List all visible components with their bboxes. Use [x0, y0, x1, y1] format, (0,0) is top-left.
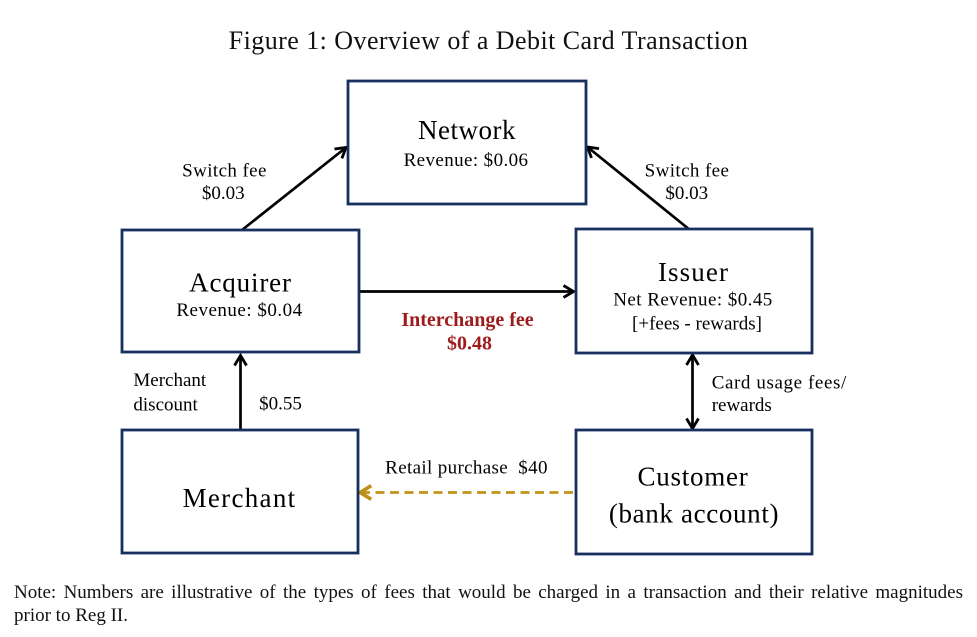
svg-text:discount: discount [133, 395, 198, 416]
svg-text:Interchange fee: Interchange fee [401, 309, 533, 331]
svg-text:Customer: Customer [638, 462, 749, 492]
svg-text:Issuer: Issuer [658, 257, 729, 287]
svg-text:[+fees - rewards]: [+fees - rewards] [632, 313, 762, 334]
svg-text:(bank account): (bank account) [609, 499, 779, 529]
svg-text:$0.03: $0.03 [665, 183, 708, 204]
svg-text:Acquirer: Acquirer [189, 268, 292, 298]
svg-text:Card usage fees/: Card usage fees/ [712, 372, 847, 393]
svg-text:Switch fee: Switch fee [645, 161, 730, 182]
svg-text:$0.03: $0.03 [202, 183, 245, 204]
svg-text:Merchant: Merchant [133, 370, 207, 391]
svg-text:Switch fee: Switch fee [182, 161, 267, 182]
svg-text:Retail purchase $40: Retail purchase $40 [385, 458, 548, 479]
svg-text:Merchant: Merchant [183, 483, 297, 513]
svg-text:Net Revenue: $0.45: Net Revenue: $0.45 [613, 290, 773, 311]
svg-text:Revenue: $0.06: Revenue: $0.06 [404, 150, 529, 171]
svg-text:$0.48: $0.48 [447, 333, 492, 355]
svg-text:$0.55: $0.55 [259, 394, 302, 415]
svg-text:rewards: rewards [712, 395, 772, 416]
svg-text:Network: Network [418, 115, 516, 145]
svg-text:Revenue: $0.04: Revenue: $0.04 [176, 300, 302, 321]
